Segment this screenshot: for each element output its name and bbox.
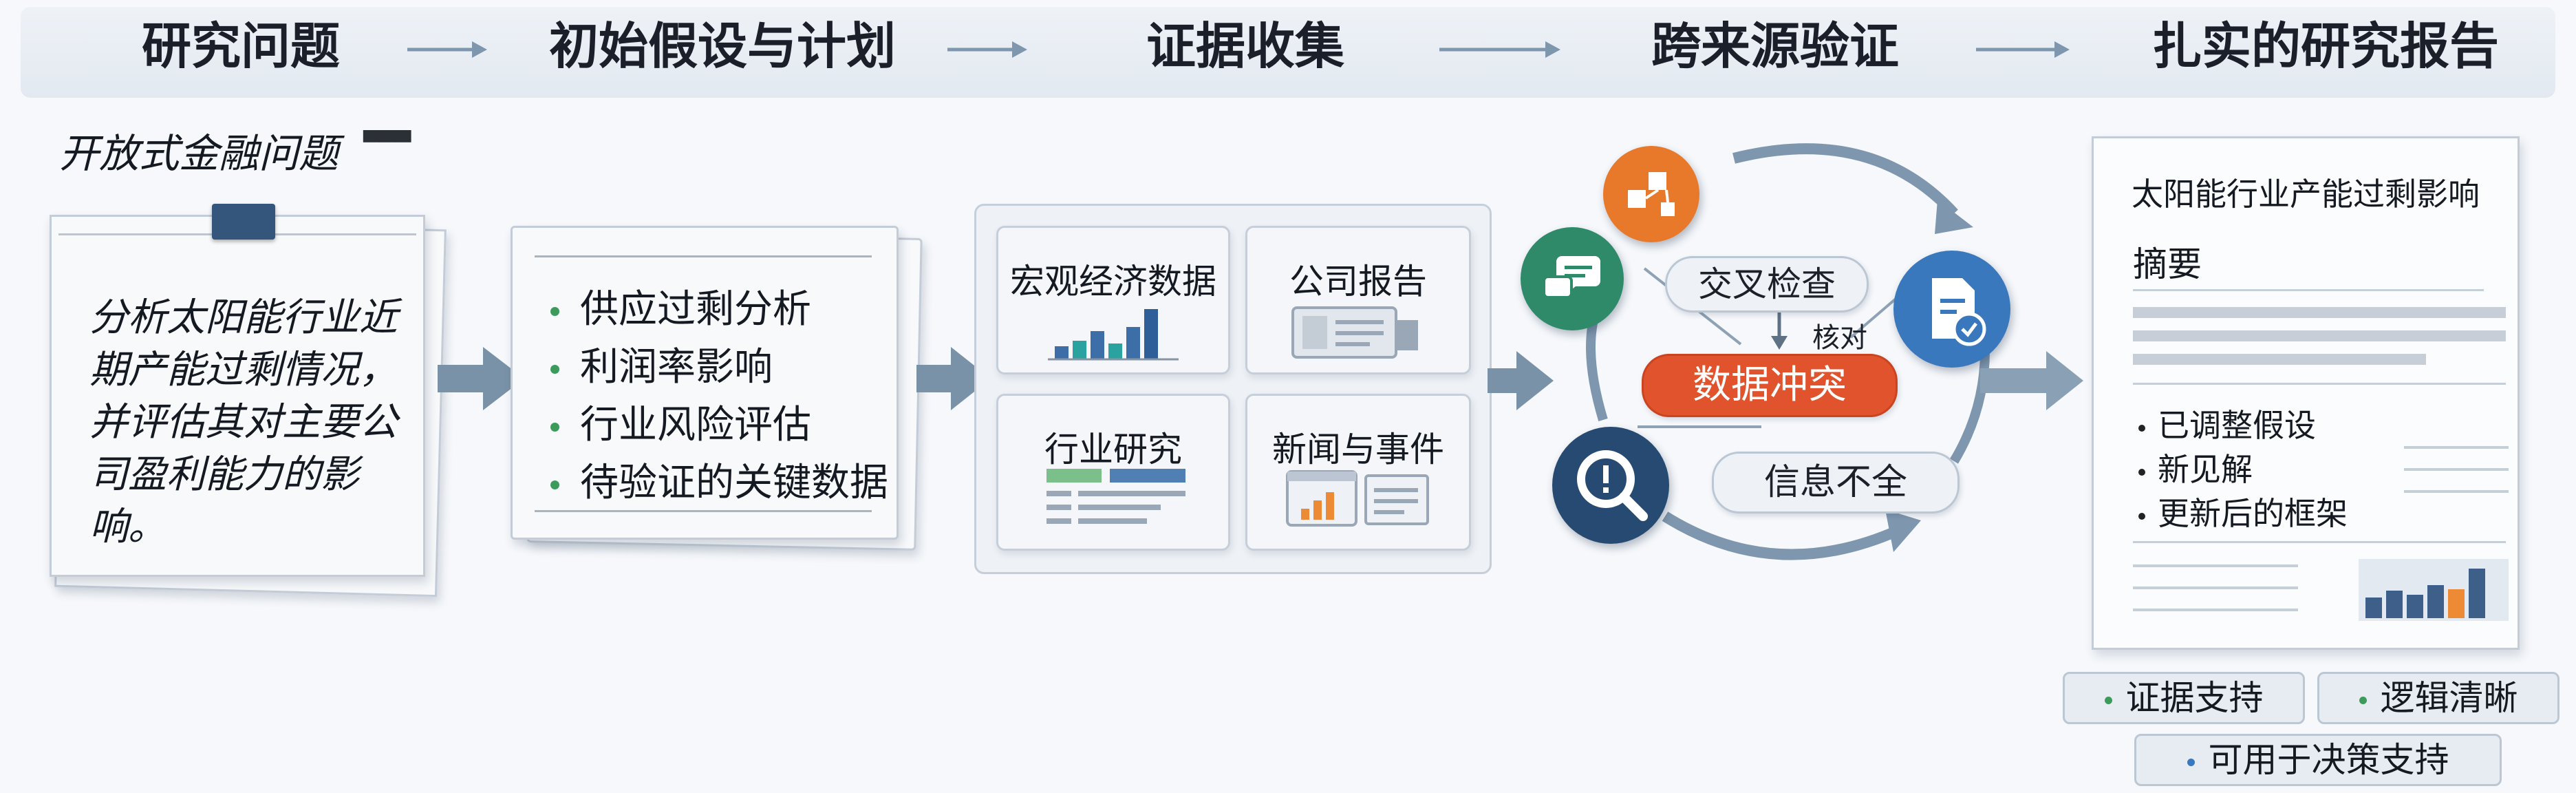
evidence-card-news: 新闻与事件 [1245,394,1471,551]
document-verify-icon [1893,251,2010,368]
stage-title-hypothesis: 初始假设与计划 [548,17,896,75]
news-icon [1286,470,1429,527]
stage-title-report: 扎实的研究报告 [2151,17,2499,75]
verify-label: 核对 [1812,322,1867,354]
search-icon [1552,427,1669,544]
flow-arrow-icon [916,347,991,410]
bullet-icon [2138,468,2145,476]
hypothesis-item: 利润率影响 [550,336,773,392]
hypothesis-paper-card [511,226,899,540]
report-divider [2133,383,2506,385]
stage-title-verification: 跨来源验证 [1651,17,1899,75]
evidence-card-macro: 宏观经济数据 [996,226,1230,374]
text-placeholder-line [2133,307,2506,318]
paper-divider [535,255,872,257]
data-conflict-badge: 数据冲突 [1642,354,1898,417]
question-subtitle: 开放式金融问题 [59,130,339,177]
question-text: 分析太阳能行业近期产能过剩情况，并评估其对主要公司盈利能力的影响。 [89,295,398,549]
tag-decision-support: 可用于决策支持 [2134,734,2502,786]
report-bullet: 已调整假设 [2138,401,2316,446]
report-bar-chart-icon [2359,559,2509,621]
evidence-card-company: 公司报告 [1245,226,1471,374]
text-placeholder-line [2133,609,2298,611]
bullet-icon [2104,697,2112,704]
stage-title-evidence: 证据收集 [1146,17,1344,75]
bullet-icon [2138,424,2145,432]
tag-evidence-supported: 证据支持 [2063,672,2305,724]
flowchart-icon [1603,146,1699,242]
text-placeholder-line [2133,330,2506,341]
cross-check-pill: 交叉检查 [1665,256,1869,313]
incomplete-info-pill: 信息不全 [1712,452,1960,514]
report-title: 太阳能行业产能过剩影响 [2132,176,2480,213]
bullet-icon [2138,512,2145,520]
stage-title-research-question: 研究问题 [141,17,340,75]
text-placeholder-line [2133,354,2426,365]
text-placeholder-line [2404,446,2509,449]
evidence-card-industry: 行业研究 [996,394,1230,551]
hypothesis-item: 待验证的关键数据 [550,452,888,507]
paper-divider [535,510,872,512]
report-divider [2133,289,2484,291]
report-divider [2133,541,2506,543]
stage-header-band [21,7,2555,98]
stage-arrow-icon [1439,41,1560,58]
stage-arrow-icon [947,41,1027,58]
text-placeholder-line [2133,564,2298,567]
tag-clear-logic: 逻辑清晰 [2317,672,2559,724]
hypothesis-item: 供应过剩分析 [550,278,811,334]
flow-arrow-icon [1980,351,2083,410]
evidence-card-label: 宏观经济数据 [1010,262,1216,302]
bullet-icon [550,480,559,490]
stage-arrow-icon [1976,41,2070,58]
bar-chart-icon [1048,309,1179,361]
stage-arrow-icon [407,41,487,58]
text-placeholder-line [2404,468,2509,471]
flow-arrow-icon [438,347,524,410]
bullet-icon [550,365,559,374]
report-summary-heading: 摘要 [2133,244,2202,284]
report-bullet: 更新后的框架 [2138,489,2348,534]
bullet-icon [2359,697,2367,704]
text-placeholder-line [2133,586,2298,589]
table-icon [1046,469,1185,524]
flow-arrow-icon [1488,351,1554,410]
evidence-card-label: 新闻与事件 [1272,430,1444,469]
bullet-icon [2187,759,2195,766]
pin-tape [212,204,275,240]
hypothesis-item: 行业风险评估 [550,394,811,450]
report-doc-icon [1291,306,1418,359]
bullet-icon [550,307,559,317]
bullet-icon [550,423,559,432]
subtitle-mark: ▀▀▀ [363,131,411,155]
text-placeholder-line [2404,490,2509,493]
evidence-card-label: 公司报告 [1289,262,1427,302]
chat-icon [1521,227,1624,330]
report-bullet: 新见解 [2138,445,2253,490]
evidence-card-label: 行业研究 [1044,430,1182,469]
